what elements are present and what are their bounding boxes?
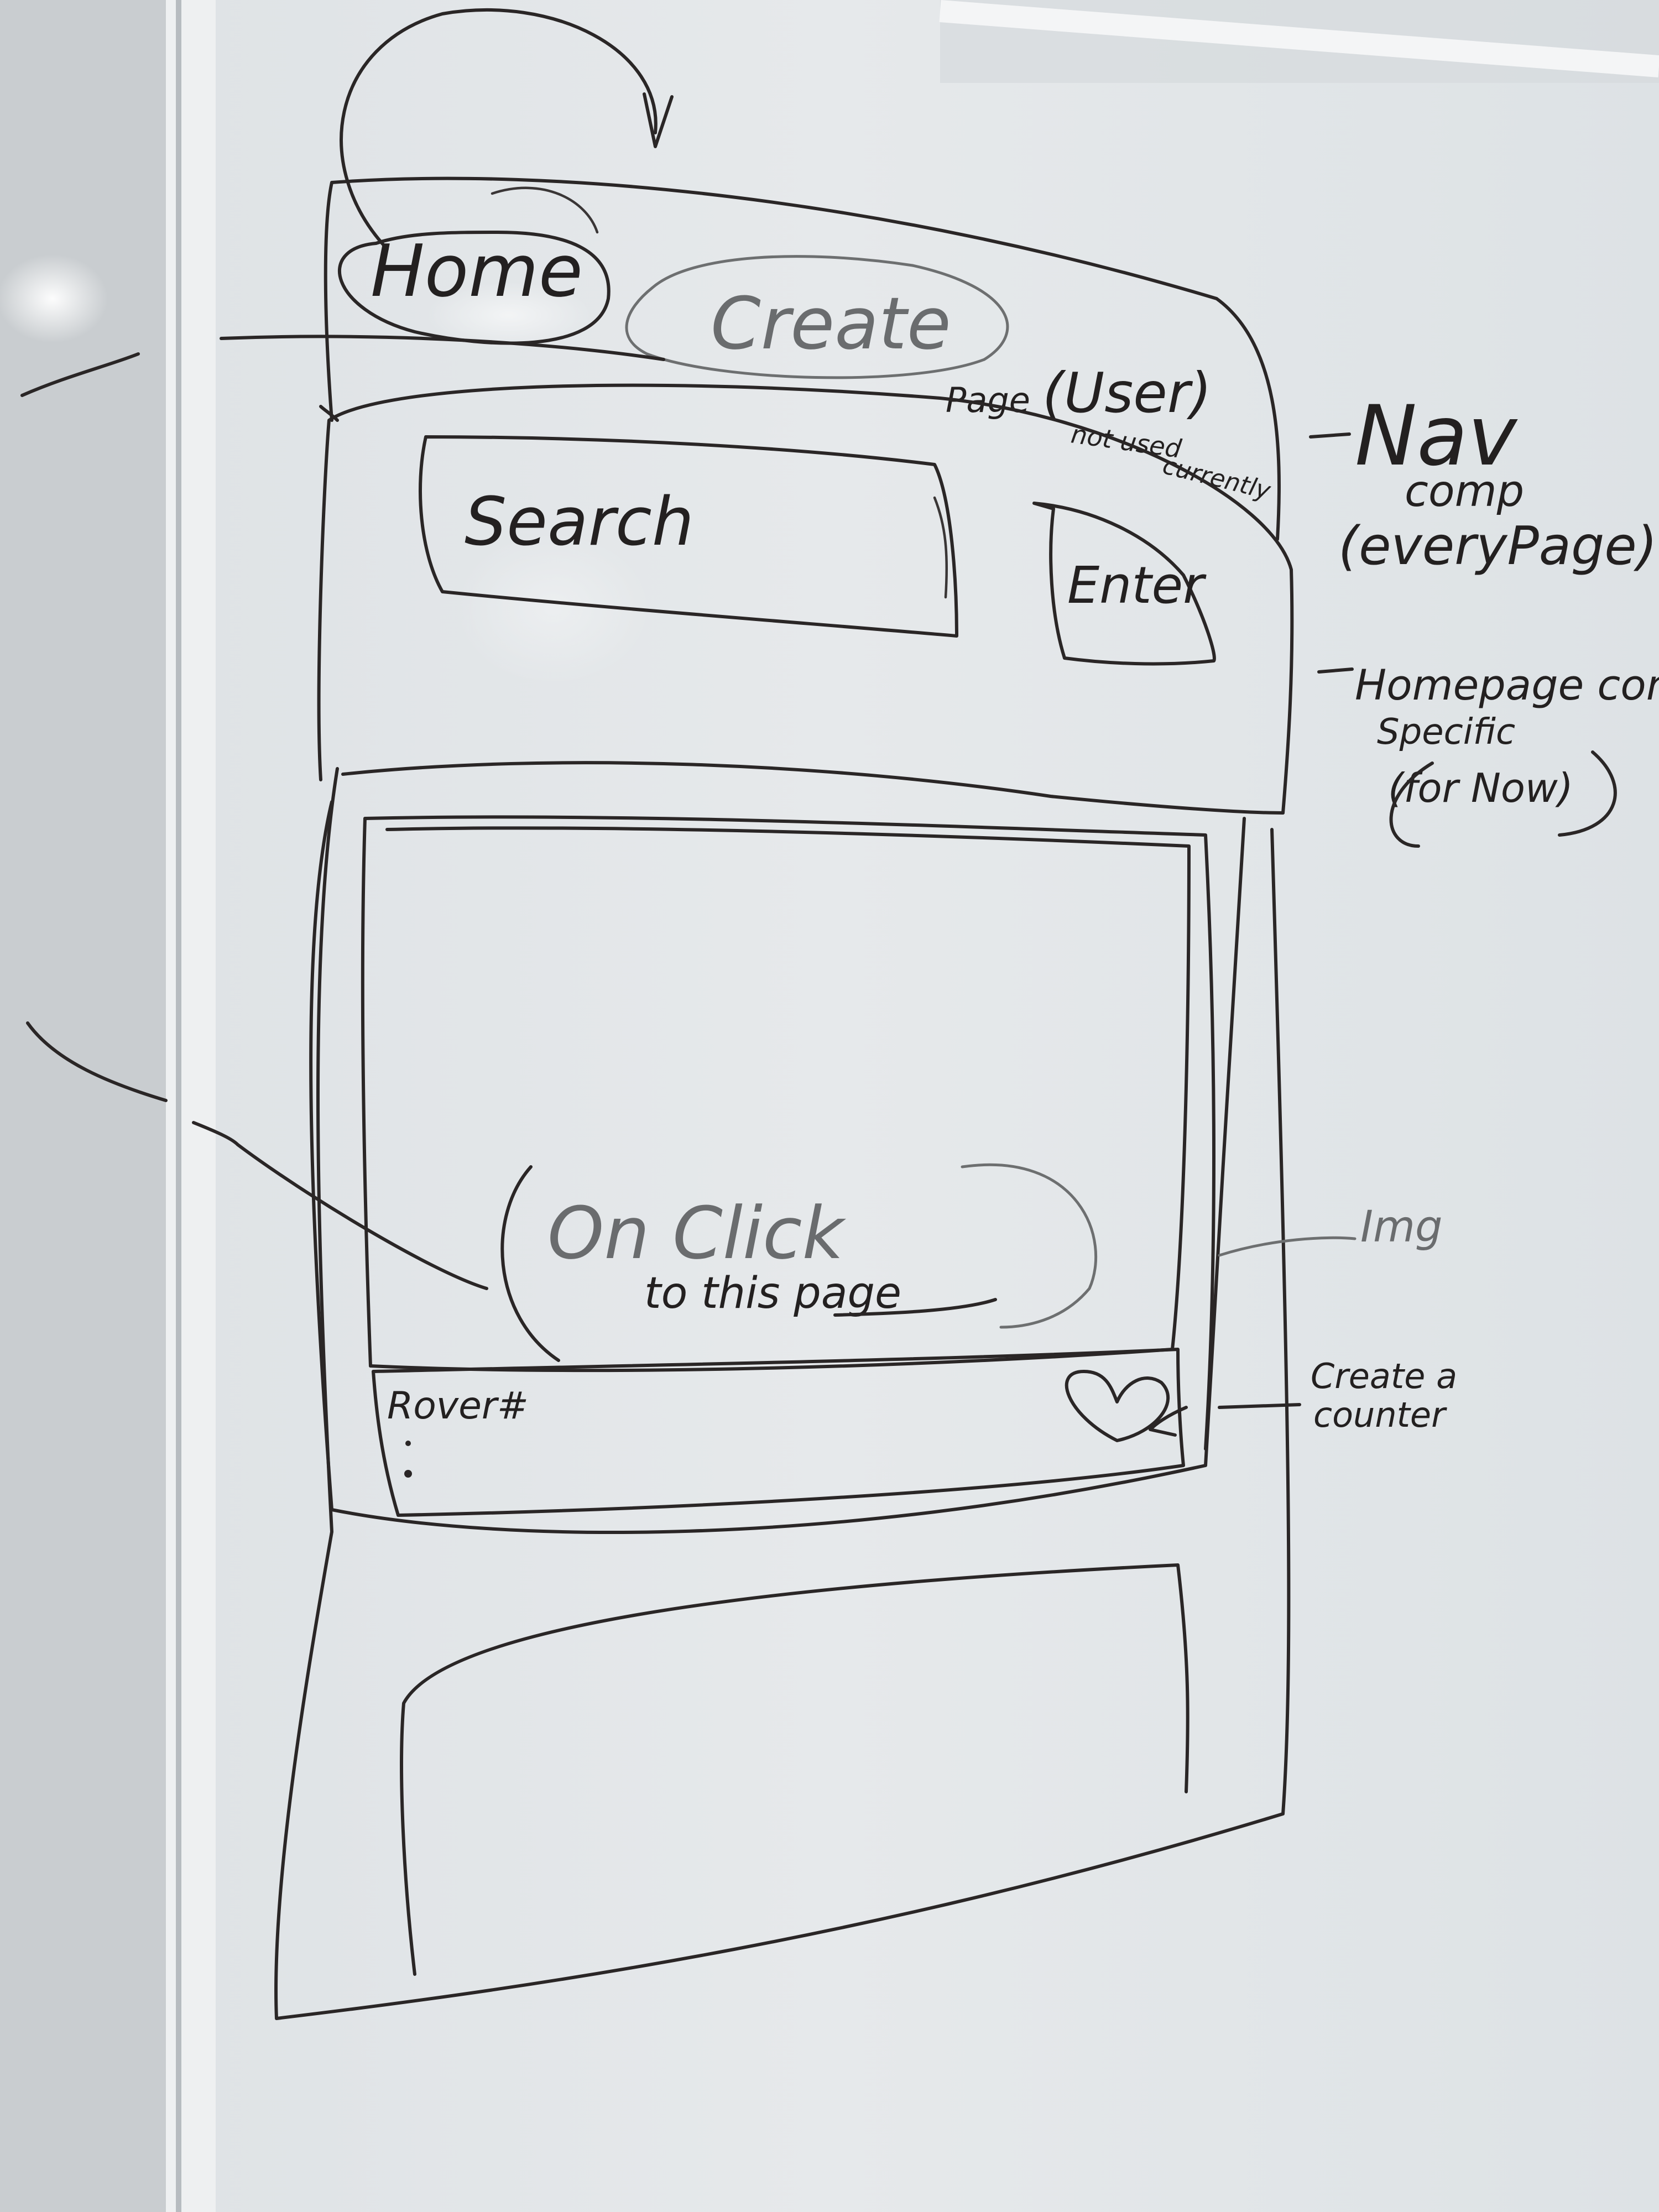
search-area-sketch: Search Enter: [317, 383, 1294, 815]
to-this-page-label: to this page: [644, 1269, 901, 1318]
enter-label: Enter: [1067, 556, 1207, 615]
create-label: Create: [711, 281, 951, 366]
rover-card-sketch: On Click to this page Rover#: [309, 800, 1246, 1535]
homepage-comp-for-now: (for Now): [1388, 765, 1573, 811]
enter-button[interactable]: [1032, 502, 1216, 666]
homepage-comp-specific: Specific: [1377, 712, 1515, 753]
loop-arrow: [340, 8, 658, 251]
nav-comp-sub: comp: [1405, 467, 1524, 517]
user-label: (User): [1042, 361, 1212, 425]
rover-number-label: Rover#: [387, 1384, 529, 1428]
counter-note-line2: counter: [1313, 1395, 1447, 1435]
img-note: Img: [1360, 1202, 1443, 1252]
counter-note-line1: Create a: [1311, 1356, 1457, 1396]
card-footer: [372, 1348, 1185, 1517]
nav-bar-sketch: Home Create Page (User) not used current…: [20, 8, 1281, 541]
on-click-label: On Click: [547, 1191, 847, 1275]
nav-comp-scope: (everyPage): [1338, 516, 1657, 577]
homepage-comp-title: Homepage comp: [1355, 660, 1659, 709]
search-input[interactable]: [419, 435, 958, 638]
heart-icon[interactable]: [1065, 1370, 1170, 1442]
search-label: Search: [465, 484, 694, 561]
page-container-sketch: [274, 767, 1291, 2020]
next-card[interactable]: [400, 1563, 1190, 1976]
annotations: Nav comp (everyPage) Homepage comp Speci…: [1218, 388, 1659, 1435]
nav-comp-title: Nav: [1355, 388, 1518, 484]
home-bubble[interactable]: [337, 231, 611, 345]
home-label: Home: [371, 229, 583, 313]
pointer-line: [26, 1021, 488, 1290]
image-placeholder[interactable]: [363, 815, 1215, 1451]
create-bubble[interactable]: [625, 255, 1009, 379]
